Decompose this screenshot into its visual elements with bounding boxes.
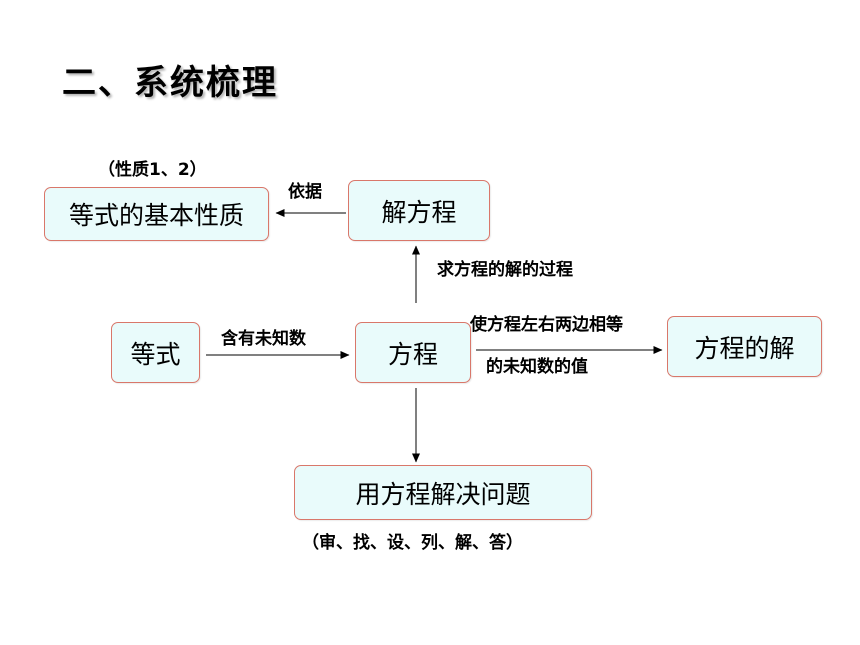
node-yong-fangcheng-jiejue-wenti: 用方程解决问题 [294,465,592,520]
label-weizhishu-de-zhi: 的未知数的值 [486,357,588,377]
label-steps: （审、找、设、列、解、答） [302,533,523,553]
node-fangcheng: 方程 [355,322,471,383]
label-qiu-jie-guocheng: 求方程的解的过程 [437,260,573,280]
node-dengshi-jiben-xingzhi: 等式的基本性质 [44,187,269,241]
node-jie-fangcheng: 解方程 [348,180,490,241]
page-title: 二、系统梳理 [62,63,278,103]
node-dengshi: 等式 [111,322,200,383]
label-yiju: 依据 [288,182,322,202]
label-hanyou-weizhishu: 含有未知数 [221,329,306,349]
label-shi-zuoyou-xiangdeng: 使方程左右两边相等 [470,315,623,335]
label-xingzhi-note: （性质1、2） [98,160,207,180]
node-fangcheng-de-jie: 方程的解 [667,316,822,377]
